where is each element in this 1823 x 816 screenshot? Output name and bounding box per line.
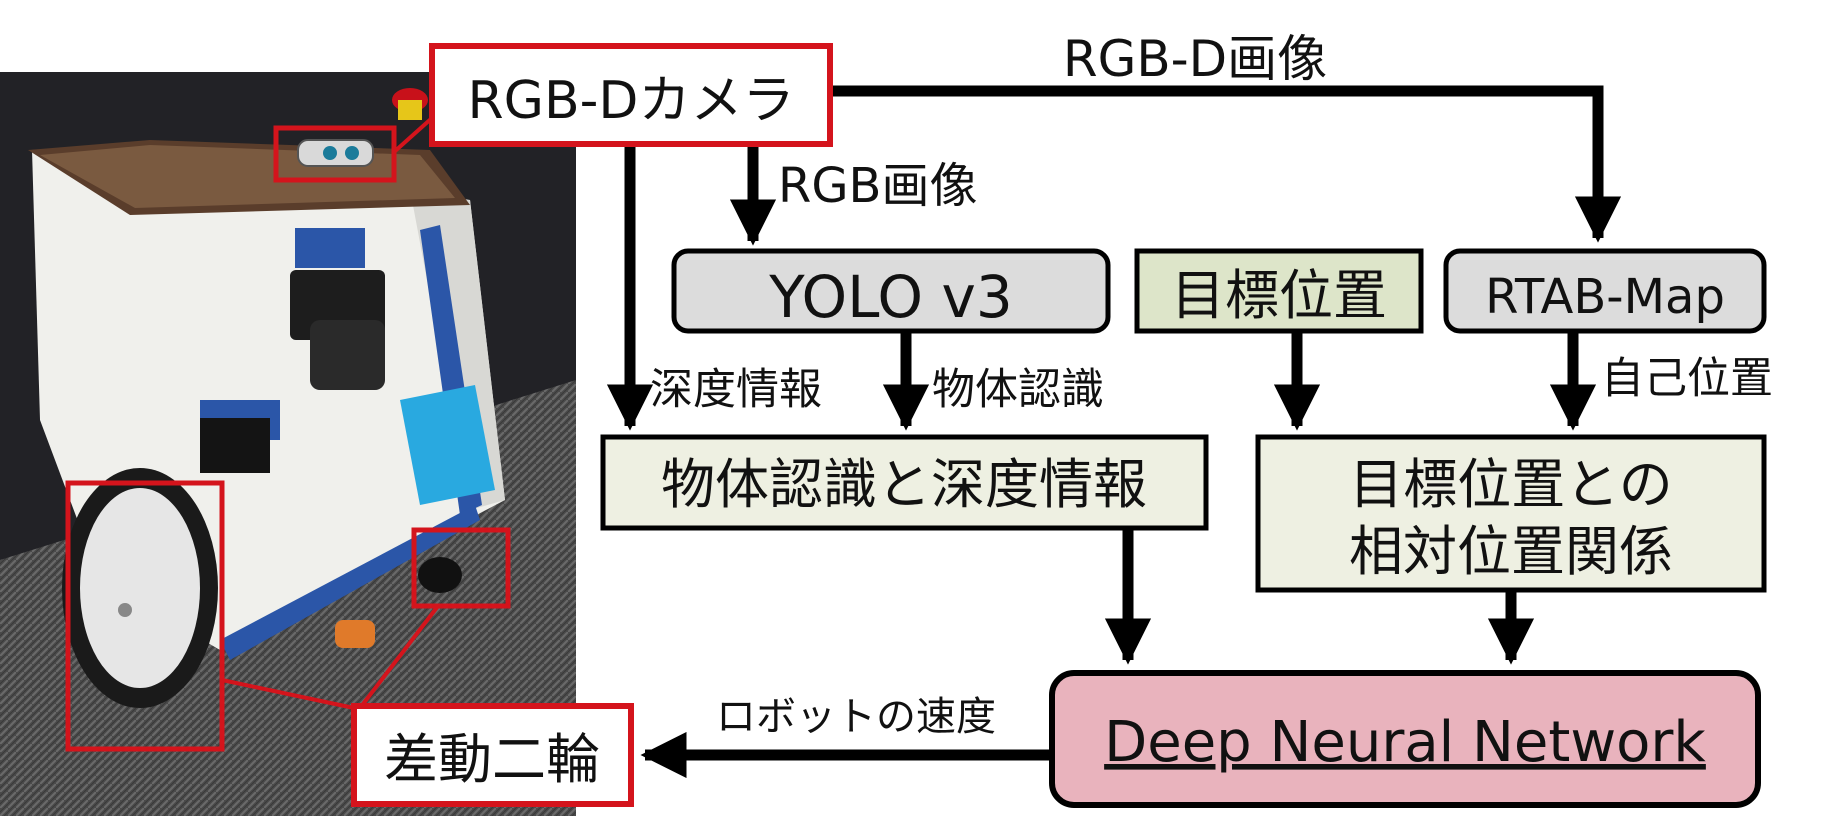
caster-icon <box>335 557 462 648</box>
rgb-image-label: RGB画像 <box>778 158 977 214</box>
dnn-box: Deep Neural Network <box>1049 670 1761 808</box>
camera-label-box: RGB-Dカメラ <box>429 43 833 147</box>
rtab-label: RTAB-Map <box>1485 269 1725 325</box>
recog-depth-label: 物体認識と深度情報 <box>661 453 1147 516</box>
relation-label-line1: 目標位置との <box>1349 453 1672 516</box>
wheel-frame <box>65 480 225 752</box>
recog-depth-box: 物体認識と深度情報 <box>600 434 1209 531</box>
relation-label-line2: 相対位置関係 <box>1349 520 1673 583</box>
diff-drive-label: 差動二輪 <box>384 728 600 791</box>
wheel-icon <box>62 468 218 708</box>
caster-frame <box>411 527 511 609</box>
goal-label: 目標位置 <box>1171 264 1387 327</box>
yolo-box: YOLO v3 <box>671 248 1111 334</box>
diff-drive-box: 差動二輪 <box>351 703 634 807</box>
yolo-label: YOLO v3 <box>768 263 1012 331</box>
goal-box: 目標位置 <box>1134 248 1424 334</box>
wheel-leader <box>221 678 355 710</box>
camera-frame <box>273 125 397 183</box>
relation-box: 目標位置との 相対位置関係 <box>1255 434 1767 593</box>
dnn-label: Deep Neural Network <box>1104 710 1706 775</box>
camera-label: RGB-Dカメラ <box>468 71 795 131</box>
rtab-box: RTAB-Map <box>1443 248 1767 334</box>
rgbd-image-label: RGB-D画像 <box>1063 30 1327 88</box>
camera-icon <box>297 139 374 167</box>
caster-leader <box>358 604 440 710</box>
connectors <box>606 85 1622 779</box>
self-position-label: 自己位置 <box>1601 354 1773 404</box>
depth-info-label: 深度情報 <box>650 365 822 415</box>
arrow-rgbd-to-rtab <box>830 85 1622 243</box>
robot-velocity-label: ロボットの速度 <box>716 694 996 740</box>
camera-leader <box>392 116 434 154</box>
object-recognition-label: 物体認識 <box>932 365 1104 415</box>
